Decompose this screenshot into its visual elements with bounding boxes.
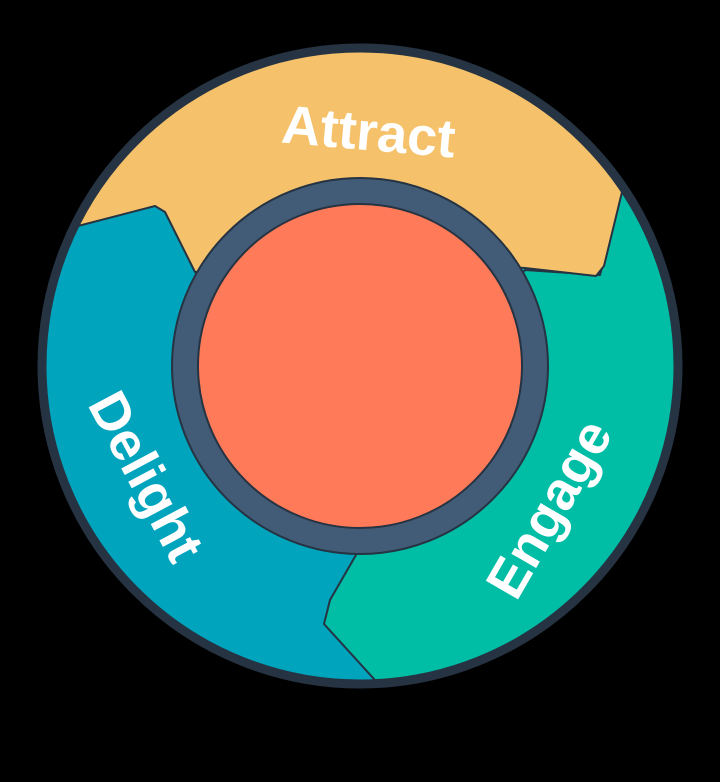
center-outline [197, 203, 523, 529]
center-hub [172, 178, 548, 554]
outer-rim [37, 43, 683, 689]
hub-outline [171, 177, 549, 555]
